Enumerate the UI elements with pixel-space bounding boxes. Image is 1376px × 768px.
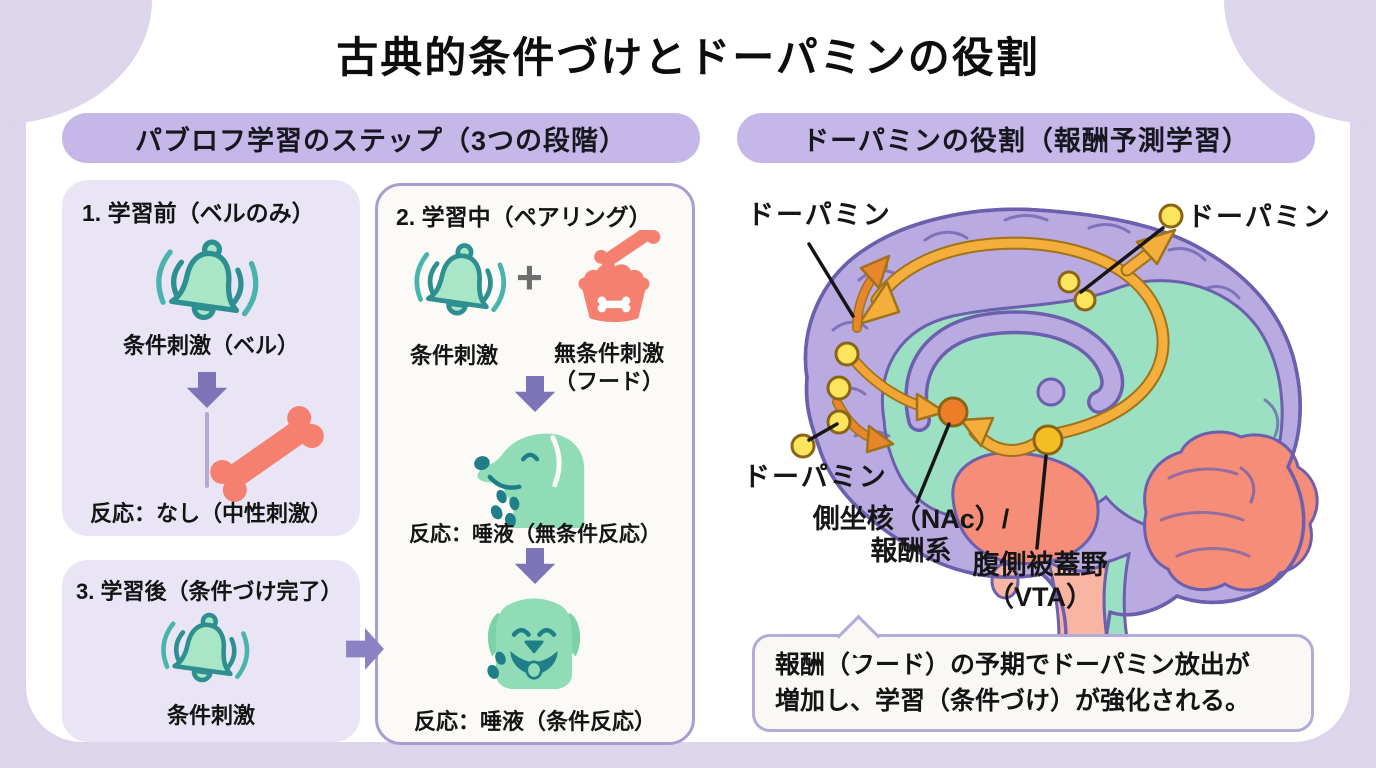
dopamine-label-top-left: ドーパミン [747,200,892,230]
plus-sign: + [516,251,543,303]
brain-pituitary [990,562,1020,600]
brain-illustration: ドーパミン ドーパミン ドーパミン 側坐核（NAc）/ 報酬系 腹側被蓋野 （V… [743,200,1332,638]
right-panel-header: ドーパミンの役割（報酬予測学習） [737,113,1315,163]
step2-title: 2. 学習中（ペアリング） [396,204,652,230]
down-arrow-icon [514,548,556,584]
step1-response-label: 反応：なし（中性刺激） [89,501,332,526]
summary-callout: 報酬（フード）の予期でドーパミン放出が 増加し、学習（条件づけ）が強化される。 [752,634,1314,732]
step2-box: 2. 学習中（ペアリング） + 条件刺激 無条件刺激 （フード） 反応：唾液（無… [375,183,695,745]
step3-title: 3. 学習後（条件づけ完了） [76,579,343,604]
step3-stimulus-label: 条件刺激 [166,703,255,728]
pointer-lines [807,226,1165,550]
step1-stimulus-label: 条件刺激（ベル） [122,333,299,358]
nac-dot [937,396,969,428]
bell-icon [408,238,512,330]
vta-label-line1: 腹側被蓋野 [972,550,1108,580]
step3-box: 3. 学習後（条件づけ完了） 条件刺激 [62,560,360,742]
step2-ucs-label-line2: （フード） [553,369,664,394]
callout-line1: 報酬（フード）の予期でドーパミン放出が [775,650,1250,679]
dopamine-label-top-right: ドーパミン [1187,202,1332,232]
callout-line2: 増加し、学習（条件づけ）が強化される。 [775,687,1251,715]
dog-drooling-icon [468,412,606,530]
vta-dot [1032,424,1064,456]
step2-response1-label: 反応：唾液（無条件反応） [409,523,661,546]
nac-label-line1: 側坐核（NAc）/ [812,503,1010,534]
dog-happy-icon [470,582,598,700]
nac-label-line2: 報酬系 [871,536,952,566]
no-connection-line [205,412,209,488]
step2-response2-label: 反応：唾液（条件反応） [413,709,656,734]
step1-box: 1. 学習前（ベルのみ） 条件刺激（ベル） 反応：なし（中性刺激） [62,180,360,536]
left-panel-header: パブロフ学習のステップ（3つの段階） [62,113,700,163]
down-arrow-icon [514,376,556,412]
dopamine-label-bottom-left: ドーパミン [743,462,888,492]
vta-label-line2: （VTA） [987,582,1093,612]
step1-title: 1. 学習前（ベルのみ） [82,200,315,226]
step2-cs-label: 条件刺激 [409,343,498,368]
brain-midbrain [951,451,1100,566]
page-title: 古典的条件づけとドーパミンの役割 [336,34,1040,81]
food-bowl-icon [558,230,670,334]
brain-thalamus [1036,377,1066,407]
down-arrow-icon [186,372,228,408]
bell-icon [149,234,265,336]
right-arrow-icon [344,628,386,670]
bell-icon [155,608,255,696]
step2-ucs-label-line1: 無条件刺激 [553,341,664,366]
